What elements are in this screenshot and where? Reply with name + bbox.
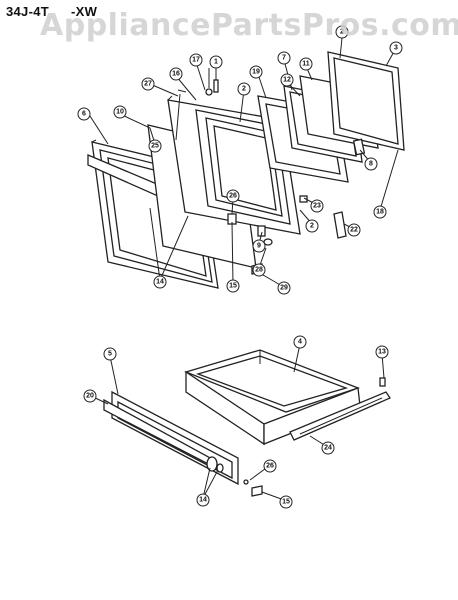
callout-14: 14 [153, 275, 167, 289]
door-small-parts [205, 68, 219, 96]
inner-glass-stack [257, 51, 405, 183]
callout-25: 25 [148, 139, 162, 153]
svg-text:11: 11 [302, 61, 310, 68]
callout-28: 28 [252, 263, 266, 277]
svg-text:5: 5 [108, 351, 112, 358]
svg-text:16: 16 [172, 71, 180, 78]
svg-text:15: 15 [282, 499, 290, 506]
svg-text:2: 2 [310, 223, 314, 230]
callout-2: 2 [335, 25, 349, 39]
model-number: 34J-4T -XW [6, 4, 97, 19]
callout-2b: 2 [237, 82, 251, 96]
callout-15: 15 [226, 279, 240, 293]
svg-text:18: 18 [376, 209, 384, 216]
drawer-small-parts [243, 479, 263, 497]
svg-text:20: 20 [86, 393, 94, 400]
svg-text:22: 22 [350, 227, 358, 234]
model-suffix: -XW [71, 4, 98, 19]
callout-10: 10 [113, 105, 127, 119]
svg-text:19: 19 [252, 69, 260, 76]
watermark: AppliancePartsPros.com [40, 8, 458, 43]
callout-7: 7 [277, 51, 291, 65]
svg-text:15: 15 [229, 283, 237, 290]
model-prefix: 34J-4T [6, 4, 49, 19]
svg-text:8: 8 [369, 161, 373, 168]
callout-2c: 2 [305, 219, 319, 233]
svg-text:9: 9 [257, 243, 261, 250]
callout-18: 18 [373, 205, 387, 219]
callout-27: 27 [141, 77, 155, 91]
svg-text:17: 17 [192, 57, 200, 64]
callout-1: 1 [209, 55, 223, 69]
svg-text:25: 25 [151, 143, 159, 150]
callout-11: 11 [299, 57, 313, 71]
svg-text:10: 10 [116, 109, 124, 116]
svg-text:1: 1 [214, 59, 218, 66]
svg-text:29: 29 [280, 285, 288, 292]
callout-20: 20 [83, 389, 97, 403]
svg-text:26: 26 [229, 193, 237, 200]
callout-19: 19 [249, 65, 263, 79]
callout-26b: 26 [263, 459, 277, 473]
svg-text:27: 27 [144, 81, 152, 88]
svg-text:6: 6 [82, 111, 86, 118]
callout-3: 3 [389, 41, 403, 55]
svg-text:3: 3 [394, 45, 398, 52]
callout-14b: 14 [196, 493, 210, 507]
storage-drawer [184, 349, 361, 446]
svg-text:23: 23 [313, 203, 321, 210]
callout-24: 24 [321, 441, 335, 455]
callout-12: 12 [280, 73, 294, 87]
svg-text:13: 13 [378, 349, 386, 356]
callout-29: 29 [277, 281, 291, 295]
callout-26: 26 [226, 189, 240, 203]
callout-17: 17 [189, 53, 203, 67]
svg-text:2: 2 [242, 86, 246, 93]
svg-text:28: 28 [255, 267, 263, 274]
drawer-slide-rail [289, 377, 391, 441]
callout-6: 6 [77, 107, 91, 121]
svg-text:4: 4 [298, 339, 302, 346]
callout-13: 13 [375, 345, 389, 359]
callout-23: 23 [310, 199, 324, 213]
callout-8: 8 [364, 157, 378, 171]
callout-22: 22 [347, 223, 361, 237]
svg-text:26: 26 [266, 463, 274, 470]
callout-15b: 15 [279, 495, 293, 509]
drawer-front-panel [103, 390, 239, 486]
svg-text:7: 7 [282, 55, 286, 62]
callout-4: 4 [293, 335, 307, 349]
callout-5: 5 [103, 347, 117, 361]
callout-9: 9 [252, 239, 266, 253]
svg-text:12: 12 [283, 77, 291, 84]
svg-text:24: 24 [324, 445, 332, 452]
svg-text:2: 2 [340, 29, 344, 36]
callout-16: 16 [169, 67, 183, 81]
svg-text:14: 14 [199, 497, 207, 504]
svg-text:14: 14 [156, 279, 164, 286]
